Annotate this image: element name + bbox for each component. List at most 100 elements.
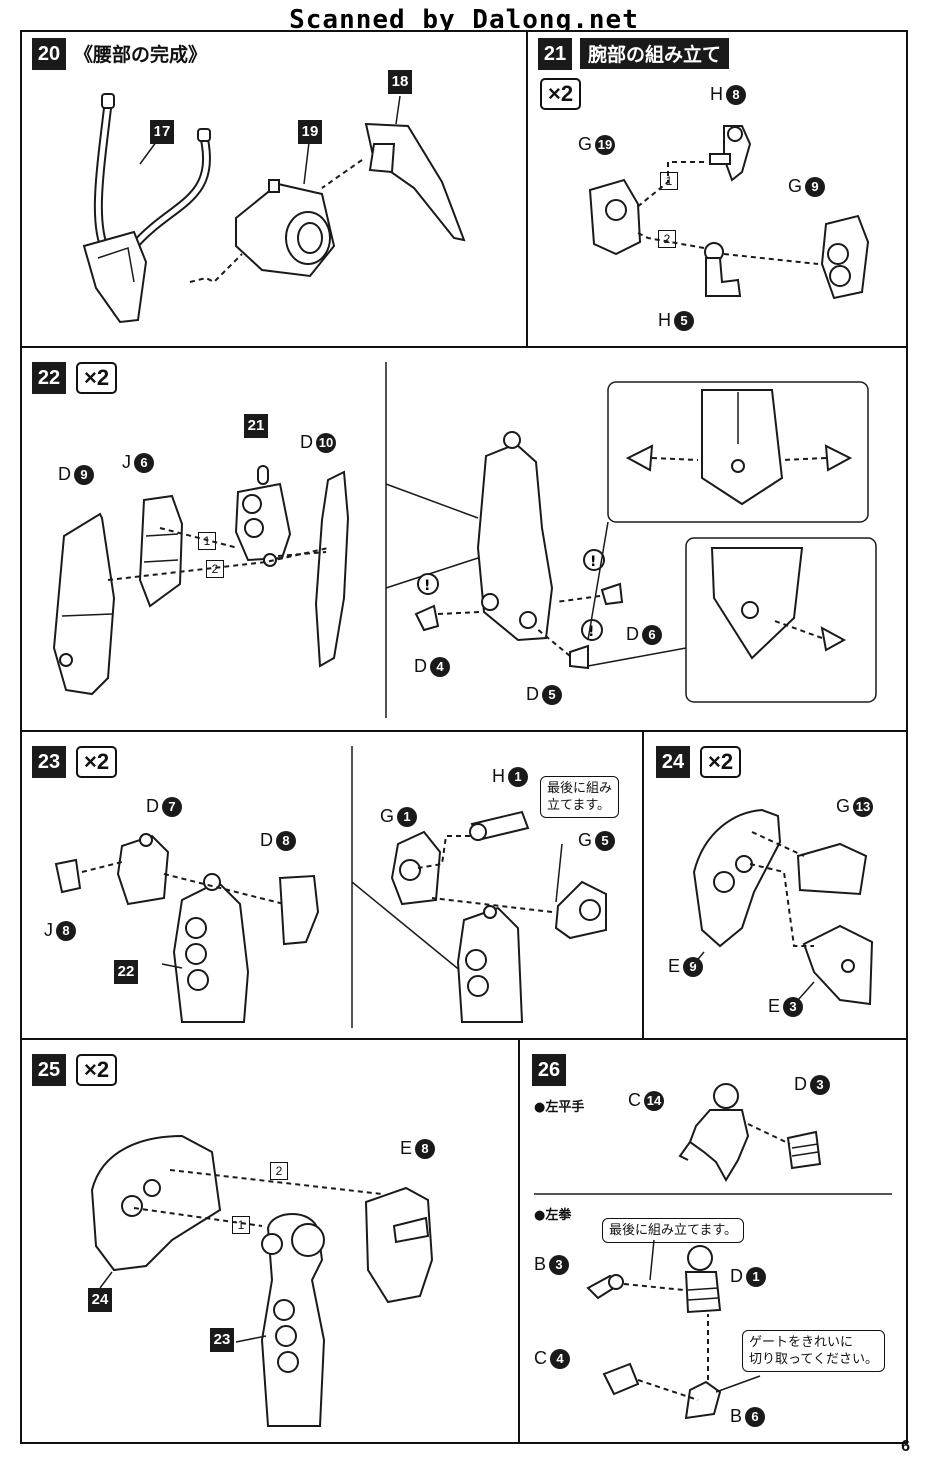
- part-17-label: 17: [150, 120, 174, 144]
- part-number: 8: [56, 920, 76, 941]
- step-21-diagram: [588, 125, 870, 300]
- runner-letter: D: [414, 656, 427, 676]
- step-20-diagram: [82, 93, 466, 324]
- step-23-number: 23: [32, 746, 66, 778]
- part-number: 1: [508, 766, 528, 787]
- step-25-number: 25: [32, 1054, 66, 1086]
- step-24-diagram: [692, 808, 874, 1006]
- step-22-multiplier: ×2: [76, 362, 118, 394]
- step-22-panel: 22 ×2 D9 J6 21 D10 1 2 D4 D6 D5 D4 D6 D5: [20, 346, 908, 732]
- step-26-number: 26: [532, 1054, 566, 1086]
- runner-letter: E: [668, 956, 681, 976]
- part-number: 19: [595, 134, 616, 155]
- part-number: 3: [549, 1254, 570, 1275]
- part-number: 5: [674, 310, 694, 331]
- runner-letter: B: [534, 1254, 547, 1274]
- step-24-multiplier: ×2: [700, 746, 742, 778]
- runner-letter: G: [578, 134, 593, 154]
- order-2-marker: 2: [270, 1162, 288, 1180]
- step-26-diagram: [534, 1083, 892, 1420]
- svg-text:!: !: [424, 578, 430, 594]
- runner-letter: E: [768, 996, 781, 1016]
- runner-letter: G: [380, 806, 395, 826]
- page-number: 6: [901, 1438, 910, 1455]
- runner-letter: G: [578, 830, 593, 850]
- clean-gate-note: ゲートをきれいに 切り取ってください。: [742, 1330, 885, 1372]
- part-number: 6: [745, 1406, 766, 1427]
- part-number: 10: [316, 432, 336, 453]
- runner-letter: J: [122, 452, 131, 472]
- step-22-number: 22: [32, 362, 66, 394]
- assemble-last-note: 最後に組み立てます。: [602, 1218, 745, 1243]
- part-number: 8: [415, 1138, 436, 1159]
- part-22-label: 22: [114, 960, 138, 984]
- part-number: 3: [783, 996, 804, 1017]
- runner-letter: E: [400, 1138, 413, 1158]
- runner-letter: D: [300, 432, 313, 452]
- runner-letter: J: [44, 920, 53, 940]
- part-number: 7: [162, 796, 182, 817]
- runner-letter: H: [710, 84, 723, 104]
- runner-letter: D: [730, 1266, 743, 1286]
- part-number: 9: [805, 176, 826, 197]
- runner-letter: D: [58, 464, 71, 484]
- runner-letter: B: [730, 1406, 743, 1426]
- svg-text:!: !: [588, 624, 594, 640]
- runner-letter: C: [628, 1090, 641, 1110]
- part-number: 5: [595, 830, 616, 851]
- step-20-number: 20: [32, 38, 66, 70]
- runner-letter: G: [836, 796, 851, 816]
- part-number: 9: [74, 464, 94, 485]
- runner-letter: C: [534, 1348, 547, 1368]
- part-19-label: 19: [298, 120, 322, 144]
- step-21-title: 腕部の組み立て: [580, 38, 730, 69]
- runner-letter: D: [526, 684, 539, 704]
- runner-letter: D: [260, 830, 273, 850]
- runner-letter: H: [658, 310, 671, 330]
- part-21-label: 21: [244, 414, 268, 438]
- part-number: 1: [746, 1266, 766, 1287]
- left-open-hand-subtitle: ●左平手: [534, 1100, 585, 1115]
- part-24-label: 24: [88, 1288, 112, 1312]
- part-number: 6: [134, 452, 154, 473]
- part-number: 1: [397, 806, 418, 827]
- runner-letter: G: [788, 176, 803, 196]
- order-2-marker: 2: [658, 230, 676, 248]
- part-number: 9: [683, 956, 704, 977]
- step-25-multiplier: ×2: [76, 1054, 118, 1086]
- step-20-title: 《腰部の完成》: [74, 44, 208, 66]
- step-25-diagram: [90, 1134, 434, 1427]
- order-1-marker: 1: [232, 1216, 250, 1234]
- svg-text:!: !: [590, 554, 596, 570]
- runner-letter: D: [146, 796, 159, 816]
- part-18-label: 18: [388, 70, 412, 94]
- runner-letter: D: [626, 624, 639, 644]
- part-number: 8: [726, 84, 746, 105]
- runner-letter: D: [794, 1074, 807, 1094]
